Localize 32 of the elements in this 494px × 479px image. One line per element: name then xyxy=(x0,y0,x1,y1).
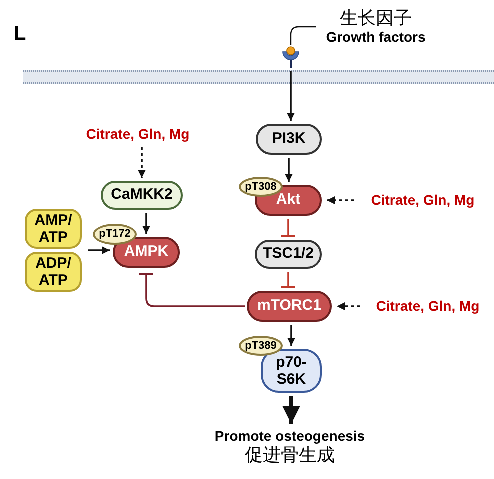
arrow xyxy=(142,213,150,234)
panel-letter: L xyxy=(14,24,26,44)
inhibition-line xyxy=(282,272,296,288)
protein-box: AMPK xyxy=(113,237,180,268)
arrow xyxy=(287,71,295,121)
protein-box: p70-S6K xyxy=(261,349,322,393)
phospho-site-ellipse: pT172 xyxy=(93,224,137,245)
inhibition-line xyxy=(140,273,245,308)
receptor-icon xyxy=(281,46,301,68)
arrow xyxy=(285,158,293,182)
caption-text: Growth factors xyxy=(326,29,426,45)
leader-line xyxy=(290,26,316,45)
arrow xyxy=(327,196,354,204)
arrow xyxy=(138,147,146,178)
metabolite-ratio-box: ADP/ATP xyxy=(25,252,82,292)
arrow xyxy=(337,302,360,310)
modulator-label: Citrate, Gln, Mg xyxy=(371,190,475,210)
modulator-label: Citrate, Gln, Mg xyxy=(376,296,480,316)
arrow xyxy=(88,246,110,254)
protein-box: CaMKK2 xyxy=(101,181,183,210)
modulator-label: Citrate, Gln, Mg xyxy=(86,124,190,144)
arrow xyxy=(282,396,300,424)
caption-text: 生长因子 xyxy=(340,9,412,29)
caption-text: 促进骨生成 xyxy=(245,445,335,467)
protein-box: TSC1/2 xyxy=(255,240,322,269)
protein-box: mTORC1 xyxy=(247,291,332,322)
caption-text: Promote osteogenesis xyxy=(214,427,366,445)
phospho-site-ellipse: pT389 xyxy=(239,336,283,356)
metabolite-ratio-box: AMP/ATP xyxy=(25,209,82,249)
protein-box: PI3K xyxy=(256,124,322,155)
arrow xyxy=(288,325,296,346)
inhibition-line xyxy=(282,219,296,237)
